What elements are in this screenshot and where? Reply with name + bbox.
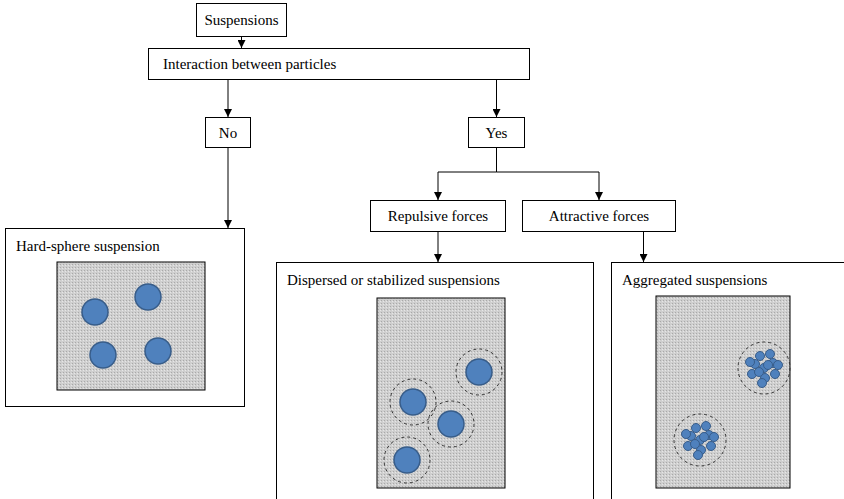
particle [700,433,709,442]
particle [691,440,700,449]
flow-arrow [228,148,229,228]
particle [694,451,703,460]
category-box: Hard-sphere suspension [5,228,245,407]
particle [682,430,691,439]
box-label: Suspensions [204,11,278,29]
flow-arrow [438,232,439,262]
flow-arrow [241,37,242,48]
particle [707,442,716,451]
flow-arrow [438,148,497,200]
box-label: Interaction between particles [163,55,336,73]
force-box: Attractive forces [522,200,676,232]
box-label: Hard-sphere suspension [16,237,160,255]
flow-arrow [643,232,644,262]
particle [771,370,780,379]
box-label: Aggregated suspensions [622,271,767,289]
box-label: Repulsive forces [388,207,488,225]
force-box: Repulsive forces [370,200,506,232]
particle [758,379,767,388]
flow-arrow [496,80,497,117]
box-label: Dispersed or stabilized suspensions [287,271,500,289]
category-box: Aggregated suspensions [611,262,844,499]
box-label: Yes [486,124,508,142]
aggregated-illustration [656,296,790,488]
root-box: Suspensions [196,3,287,37]
particle [702,422,711,431]
particle [764,361,773,370]
box-label: Attractive forces [549,207,649,225]
flow-arrow [228,80,229,117]
flow-arrow [497,148,600,200]
question-box: Interaction between particles [148,48,530,80]
particle [692,424,701,433]
particle [746,358,755,367]
hard-sphere-illustration [57,262,205,390]
category-box: Dispersed or stabilized suspensions [276,262,594,499]
particle [774,361,783,370]
answer-box: No [205,117,251,148]
particle [766,350,775,359]
dispersed-illustration [377,298,505,488]
particle [710,433,719,442]
particle [756,352,765,361]
box-label: No [219,124,237,142]
particle [755,368,764,377]
answer-box: Yes [468,117,525,148]
